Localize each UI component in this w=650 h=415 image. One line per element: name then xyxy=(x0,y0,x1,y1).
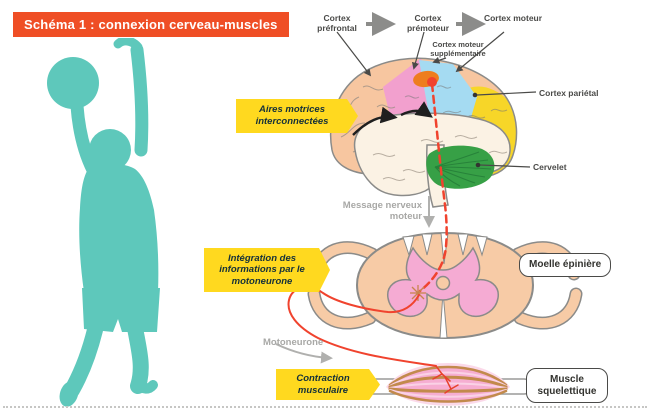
label-motoneuron: Motoneurone xyxy=(263,337,324,348)
label-cortex-prefrontal: Cortex préfrontal xyxy=(317,13,357,34)
step-motor-areas: Aires motrices interconnectées xyxy=(236,99,358,133)
label-cortex-motor: Cortex moteur xyxy=(483,13,543,23)
player-left-foot xyxy=(59,381,79,407)
label-cortex-supplementary: Cortex moteur supplémentaire xyxy=(430,40,486,58)
step-integration: Intégration des informations par le moto… xyxy=(204,248,330,292)
label-cerebellum: Cervelet xyxy=(533,162,567,172)
step-contraction: Contraction musculaire xyxy=(276,369,380,400)
title-banner: Schéma 1 : connexion cerveau-muscles xyxy=(13,12,289,37)
player-left-leg xyxy=(64,322,103,398)
tag-skeletal-muscle: Muscle squelettique xyxy=(526,368,608,403)
player-right-arm xyxy=(130,43,149,157)
label-nerve-message: Message nerveux moteur xyxy=(342,200,422,223)
player-right-foot xyxy=(132,379,158,394)
label-cortex-parietal: Cortex pariétal xyxy=(539,88,599,98)
label-cortex-premotor: Cortex prémoteur xyxy=(406,13,450,34)
tag-spinal-cord: Moelle épinière xyxy=(519,253,612,277)
central-canal xyxy=(435,275,451,291)
spinal-cord-cross-section xyxy=(307,231,583,340)
basketball-icon xyxy=(47,57,99,109)
player-shorts xyxy=(82,288,160,332)
player-torso xyxy=(79,163,159,292)
cord-fissure-bottom xyxy=(439,291,448,339)
player-head xyxy=(89,129,131,171)
bottom-dotted-divider xyxy=(3,406,647,408)
player-right-leg xyxy=(127,320,149,394)
muscle-illustration xyxy=(363,363,532,406)
basketball-player-silhouette xyxy=(47,38,160,407)
player-left-arm xyxy=(70,99,100,177)
